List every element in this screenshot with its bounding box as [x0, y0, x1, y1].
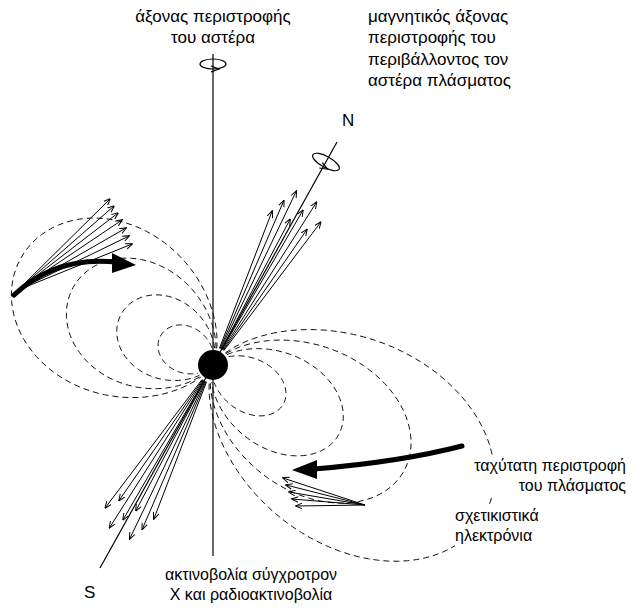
beam-arrow: [222, 210, 303, 349]
electron-arrow: [18, 206, 114, 290]
field-line: [209, 330, 494, 562]
label-text: ακτινοβολία σύγχροτρον X και ραδιοακτινο…: [135, 565, 367, 605]
beam-arrow: [123, 381, 204, 520]
beam-arrow: [224, 222, 321, 350]
radiation-label: ακτινοβολία σύγχροτρον X και ραδιοακτινο…: [135, 565, 367, 605]
beam-arrow: [109, 380, 203, 528]
beam-arrow: [221, 219, 290, 349]
neutron-star: [198, 350, 228, 380]
field-line: [66, 258, 216, 389]
electron-arrow: [18, 199, 110, 290]
magnetic-axis-label: μαγνητικός άξονας περιστροφής του περιβά…: [368, 6, 573, 91]
electrons-label: σχετικιστικά ηλεκτρόνια: [455, 506, 605, 546]
beam-arrow: [105, 379, 202, 507]
plasma-rotation-arrowhead: [292, 460, 317, 479]
label-text: ταχύτατη περιστροφή του πλάσματος: [436, 456, 626, 496]
rotation-axis: [212, 54, 213, 556]
electron-arrow: [286, 485, 365, 505]
magnetic-rotation-sense: [310, 150, 342, 174]
label-text: σχετικιστικά ηλεκτρόνια: [455, 506, 605, 546]
rotation-sense: [200, 59, 226, 69]
field-line: [210, 340, 411, 503]
beam-arrow: [142, 382, 206, 530]
electron-arrow: [296, 505, 365, 506]
beam-arrow: [119, 380, 203, 501]
magnetic-axis: [100, 142, 337, 568]
label-text: άξονας περιστροφής του αστέρα: [113, 6, 313, 49]
plasma-rotation-arrowhead: [112, 253, 136, 273]
electron-fans: [18, 199, 365, 506]
beam-arrow: [219, 211, 272, 348]
rotation-label: ταχύτατη περιστροφή του πλάσματος: [436, 456, 626, 496]
electron-arrow: [289, 492, 365, 505]
plasma-rotation-arrow: [14, 261, 116, 295]
label-text: μαγνητικός άξονας περιστροφής του περιβά…: [368, 6, 573, 91]
electron-arrow: [292, 499, 365, 505]
field-line: [212, 349, 344, 456]
beam-arrow: [136, 381, 205, 511]
beam-arrow: [223, 202, 317, 350]
field-lines: [11, 218, 494, 561]
beam-arrow: [154, 382, 207, 519]
pole-label: N: [342, 110, 362, 131]
beam-arrow: [220, 201, 284, 349]
electron-arrow: [283, 478, 365, 505]
field-line: [11, 218, 217, 398]
pole-label: S: [84, 582, 104, 603]
rotation-arrowhead: [211, 66, 219, 72]
magnetic-rotation-arrowhead: [319, 163, 329, 172]
axis-label: άξονας περιστροφής του αστέρα: [113, 6, 313, 49]
radiation-beams: [105, 191, 320, 539]
label-text: N: [342, 110, 362, 131]
label-text: S: [84, 582, 104, 603]
beam-arrow: [223, 229, 307, 350]
